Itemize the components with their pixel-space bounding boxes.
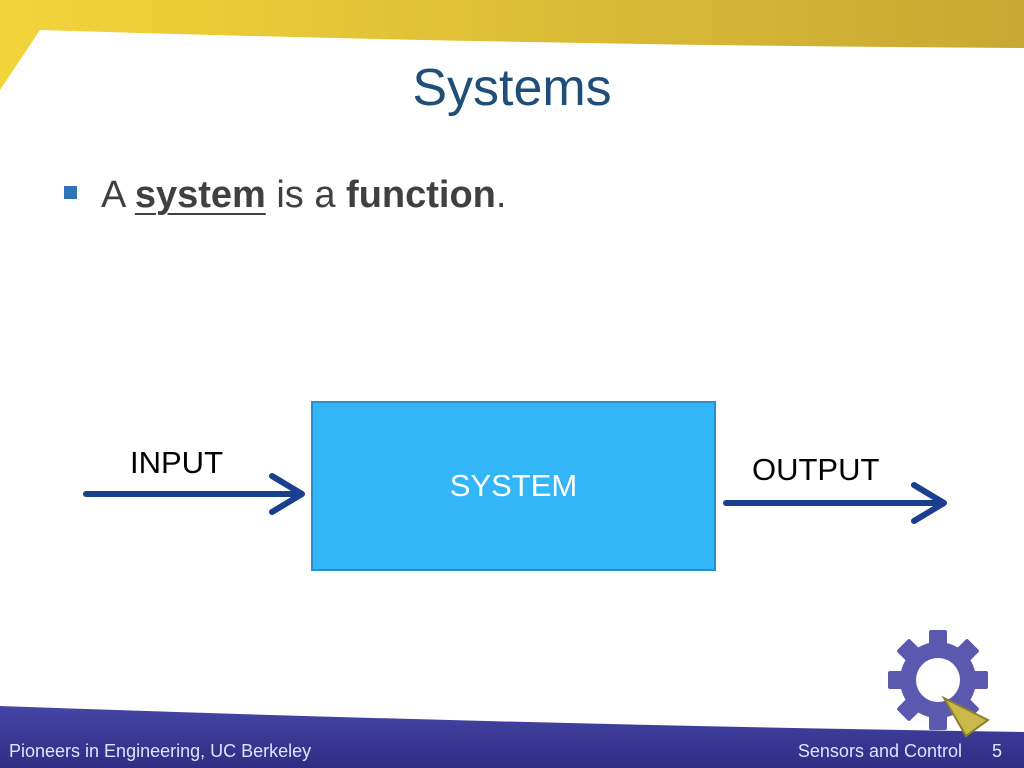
bullet-point: A system is a function . [64,174,506,217]
input-arrow [83,473,305,515]
bullet-prefix: A [101,174,135,216]
bullet-keyword-system: system [134,174,266,216]
top-decorative-band [0,0,1024,90]
footer-page-number: 5 [991,741,1002,761]
bullet-suffix: . [495,174,507,216]
output-arrow [723,482,947,524]
footer-organization: Pioneers in Engineering, UC Berkeley [9,741,312,761]
footer-band [0,706,1024,768]
system-box [311,401,716,571]
bullet-keyword-function: function [346,174,496,216]
system-label: SYSTEM [449,468,578,503]
input-label: INPUT [130,445,223,480]
bullet-square-icon [64,186,77,199]
slide-title: Systems [412,59,612,117]
footer-course: Sensors and Control [797,741,962,761]
bullet-middle: is a [265,174,347,216]
output-label: OUTPUT [752,452,880,487]
gear-logo-icon [888,630,990,738]
